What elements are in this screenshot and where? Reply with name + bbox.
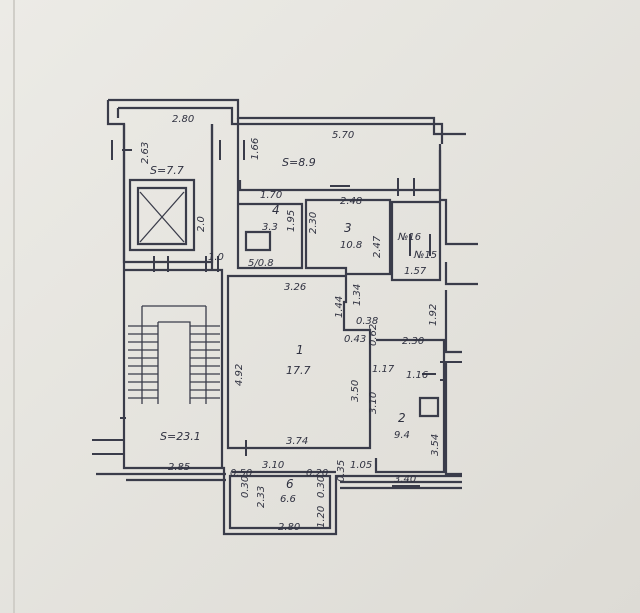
area-bottom-left: S=23.1 (160, 430, 201, 443)
ticks-right (422, 361, 462, 381)
room-1-id: 1 (296, 343, 304, 357)
elevator-inner (136, 186, 188, 246)
dim-step-144: 1.44 (334, 296, 345, 318)
dim-030b: 0.30 (316, 476, 327, 498)
dim-step-043: 0.43 (344, 334, 366, 345)
elevator-box (128, 178, 196, 252)
dim-room4-depth: 1.95 (286, 210, 297, 232)
dim-top-right-depth: 1.66 (250, 138, 261, 160)
labels: 2.80 2.63 S=7.7 5.70 1.66 S=8.9 2.0 1.0 … (140, 114, 441, 533)
outer-wall-left (106, 100, 462, 536)
dim-top-left-height: 2.63 (140, 142, 151, 164)
room-2-area: 9.4 (394, 430, 410, 441)
stair-rails (141, 305, 207, 404)
room-6-id: 6 (286, 477, 294, 491)
dim-room4-sub: 5/0.8 (248, 258, 274, 269)
ticks-left (111, 140, 245, 160)
dim-left-stub: 1.0 (208, 252, 224, 263)
dim-030a: 0.30 (240, 476, 251, 498)
outer-wall-right-top (438, 150, 478, 246)
outer-wall-top-inner (116, 106, 444, 144)
area-top-right: S=8.9 (282, 156, 316, 169)
dim-room3-width: 2.48 (340, 196, 362, 207)
dim-step-038: 0.38 (356, 316, 378, 327)
shaft-15-label: №15 (413, 250, 437, 261)
outer-wall-right-lower (444, 362, 462, 476)
dim-room2-right: 3.54 (430, 434, 441, 456)
room-6-walls (228, 474, 332, 530)
area-top-left: S=7.7 (150, 164, 184, 177)
walls (96, 98, 478, 536)
dim-room3-depth: 2.30 (308, 212, 319, 234)
dim-room6-left: 2.33 (256, 486, 267, 508)
shaft-16-label: №16 (397, 232, 421, 243)
room-4-area: 3.3 (262, 222, 278, 233)
dim-020: 0.20 (306, 468, 328, 479)
elevator-cross (139, 191, 185, 243)
dim-room2-left: 3.10 (368, 392, 379, 414)
dim-035: 0.35 (336, 460, 347, 482)
ticks-top-right (330, 178, 415, 196)
stair-area-right (124, 268, 224, 468)
dim-room6-bottom: 2.80 (278, 522, 300, 533)
dim-room6-top: 3.10 (262, 460, 284, 471)
wall-ticks (92, 140, 462, 487)
dim-050: 0.50 (230, 468, 252, 479)
room-3-walls (304, 198, 392, 276)
room-2-id: 2 (398, 411, 406, 425)
dim-room1-bottom: 3.74 (286, 436, 308, 447)
room-2-fixture (418, 396, 440, 418)
dim-room1-height: 4.92 (234, 364, 245, 386)
dim-room1-right: 3.50 (350, 380, 361, 402)
stair-treads-left (128, 325, 158, 399)
dim-room4-width: 1.70 (260, 190, 282, 201)
outer-wall-right-mid (444, 262, 478, 286)
room-3-id: 3 (344, 221, 352, 235)
dim-top-left-width: 2.80 (172, 114, 194, 125)
dim-room6-right: 1.20 (316, 506, 327, 528)
room-2-walls (374, 338, 446, 474)
ticks-shaft (409, 234, 431, 256)
ticks-mid (153, 256, 219, 272)
shaft-room (390, 200, 442, 282)
bottom-left-wall (96, 472, 226, 482)
room-6-area: 6.6 (280, 494, 296, 505)
shaft-15-dim: 1.57 (404, 266, 427, 277)
dim-right-230: 2.30 (402, 336, 424, 347)
ticks-bottom (245, 440, 420, 487)
dim-top-right-width: 5.70 (332, 130, 354, 141)
outer-wall-right-b (444, 290, 462, 354)
dim-step-062: 0.62 (368, 324, 379, 346)
dim-elevator-width: 2.0 (196, 216, 207, 232)
room-4-id: 4 (272, 203, 280, 217)
bottom-right-wall (340, 480, 462, 490)
ticks-bottom-left (92, 417, 126, 455)
room-1-area: 17.7 (286, 364, 311, 377)
room-4-fixture (244, 230, 272, 252)
dim-room3-depth2: 2.47 (372, 235, 383, 258)
dim-right-117: 1.17 (372, 364, 395, 375)
dim-right-192: 1.92 (428, 304, 439, 326)
dim-step-134: 1.34 (352, 284, 363, 306)
dim-bottom-left-width: 2.85 (168, 462, 190, 473)
outer-wall-top (108, 98, 466, 136)
room-1-walls (226, 274, 372, 450)
dim-right-116: 1.16 (406, 370, 428, 381)
room-3-area: 10.8 (340, 240, 362, 251)
dim-room1-width: 3.26 (284, 282, 306, 293)
stair-treads-right (190, 325, 220, 399)
room-4-walls (236, 192, 304, 270)
dim-bottom-right: 3.40 (394, 474, 416, 485)
stairs (128, 191, 220, 404)
dim-105: 1.05 (350, 460, 372, 471)
